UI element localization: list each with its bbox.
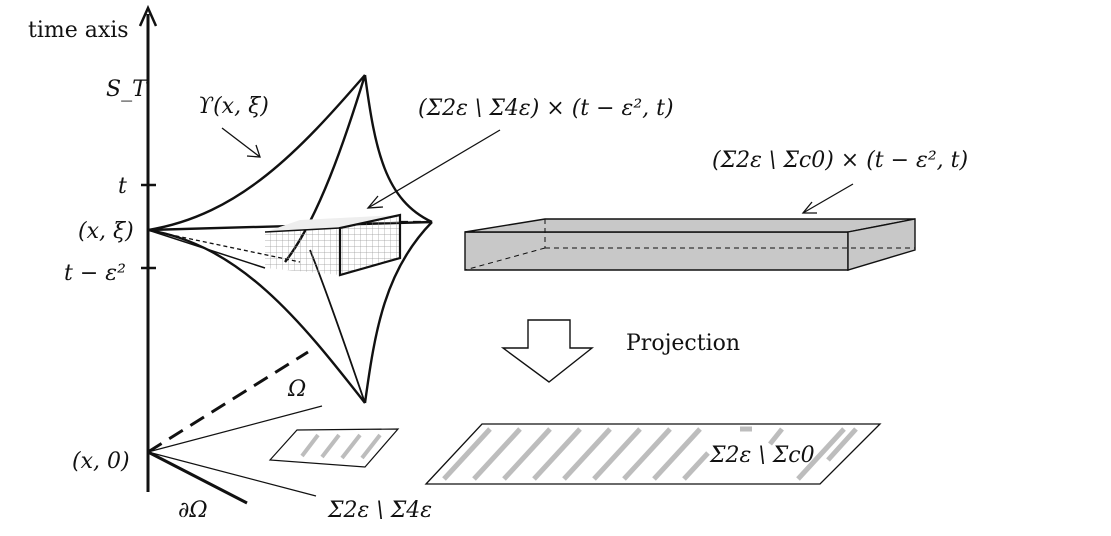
large-annulus [424, 423, 882, 485]
label-upsilon: ϒ(x, ξ) [198, 94, 269, 119]
label-cylinder-large: (Σ2ε \ Σc0) × (t − ε², t) [712, 148, 968, 173]
small-cylinder [147, 213, 428, 277]
time-axis [138, 4, 158, 492]
arrow-cylinder-large [801, 183, 854, 214]
arrow-upsilon [221, 127, 261, 158]
tick-label-t: t [118, 174, 127, 199]
label-boundary: ∂Ω [178, 498, 208, 523]
large-box [464, 218, 916, 271]
label-cylinder-small: (Σ2ε \ Σ4ε) × (t − ε², t) [418, 96, 674, 121]
time-axis-label: time axis [28, 18, 129, 43]
projection-arrow [500, 319, 595, 383]
tick-label-s-t: S_T [106, 77, 149, 102]
arrow-cylinder-small [366, 129, 501, 209]
label-omega: Ω [287, 377, 306, 402]
label-annulus-small: Σ2ε \ Σ4ε [327, 498, 432, 523]
small-annulus [268, 428, 400, 468]
label-annulus-large: Σ2ε \ Σc0 [709, 443, 815, 468]
label-projection: Projection [626, 331, 740, 356]
tick-label-origin: (x, 0) [72, 449, 130, 474]
tick-label-t-minus: t − ε² [64, 261, 126, 286]
base-lines [147, 350, 323, 505]
tick-label-point: (x, ξ) [78, 219, 134, 244]
